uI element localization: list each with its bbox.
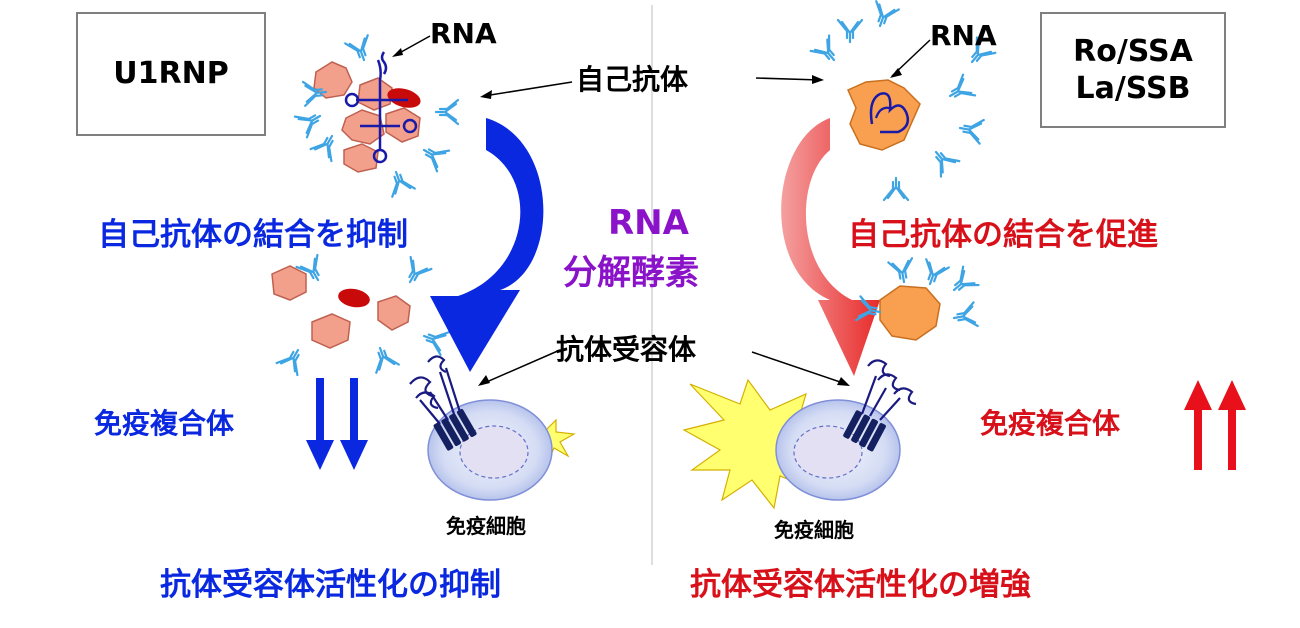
u1rnp-box: U1RNP — [76, 12, 266, 136]
left-immune-cell-label: 免疫細胞 — [446, 514, 526, 538]
right-immune-cell-label: 免疫細胞 — [774, 518, 854, 542]
rna-label-right: RNA — [930, 19, 997, 52]
rna-enzyme-label-line2: 分解酵素 — [563, 253, 699, 293]
label-pointers — [481, 77, 847, 385]
left-immune-complex-label: 免疫複合体 — [94, 407, 235, 440]
right-middle-complex — [855, 257, 980, 341]
ro-ssa-label: Ro/SSA — [1073, 33, 1193, 69]
left-activation-label: 抗体受容体活性化の抑制 — [160, 567, 501, 603]
left-effect-label: 自己抗体の結合を抑制 — [98, 217, 408, 253]
rna-label-left: RNA — [430, 17, 497, 50]
u1rnp-label: U1RNP — [113, 56, 229, 92]
increase-arrows — [1184, 380, 1246, 470]
right-activation-label: 抗体受容体活性化の増強 — [690, 567, 1031, 603]
ro-la-box: Ro/SSA La/SSB — [1040, 12, 1226, 128]
right-effect-label: 自己抗体の結合を促進 — [848, 217, 1158, 253]
right-curved-arrow — [781, 118, 880, 376]
autoantibody-label: 自己抗体 — [576, 63, 689, 96]
antibody-receptor-label: 抗体受容体 — [556, 333, 697, 366]
right-immune-cell — [682, 359, 917, 510]
left-immune-cell — [409, 355, 576, 501]
decrease-arrows — [306, 378, 368, 470]
dissociated-fragments — [271, 253, 450, 377]
left-curved-arrow — [430, 118, 544, 372]
la-ssb-label: La/SSB — [1075, 71, 1191, 106]
ro-ssa-complex — [809, 0, 997, 202]
u1rnp-complex — [293, 34, 460, 198]
rna-enzyme-label-line1: RNA — [608, 203, 689, 243]
right-immune-complex-label: 免疫複合体 — [980, 407, 1121, 440]
